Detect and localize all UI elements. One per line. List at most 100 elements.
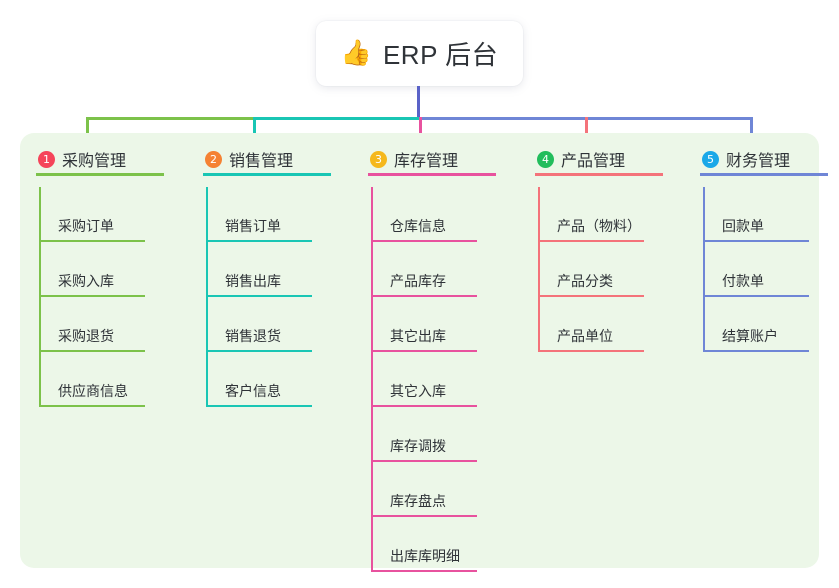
branch-item-rule [703,350,809,352]
branch-spine-line [39,187,41,407]
branch-item-rule [371,240,477,242]
branch-item-label: 销售退货 [225,328,281,344]
branch-item-rule [206,240,312,242]
branch-header-rule [535,173,663,176]
branch-item-rule [371,405,477,407]
branch-item-rule [371,460,477,462]
branch-item-label: 仓库信息 [390,218,446,234]
bus-green [86,117,253,120]
branch-item-rule [206,405,312,407]
branch-spine-line [703,187,705,352]
branch-item-list: 回款单付款单结算账户 [692,187,839,352]
branch-item[interactable]: 产品库存 [371,242,520,297]
branch-item-rule [206,295,312,297]
branch-item-rule [371,350,477,352]
branch-header-采购管理[interactable]: 1 采购管理 [28,142,188,176]
branch-spine-line [371,187,373,572]
root-stem-line [417,86,420,120]
branch-header-销售管理[interactable]: 2 销售管理 [195,142,355,176]
branch-title: 采购管理 [62,153,127,170]
root-node-title: ERP 后台 [382,40,499,70]
branch-header-财务管理[interactable]: 5 财务管理 [692,142,839,176]
branch-item-label: 付款单 [722,273,764,289]
branch-item-label: 回款单 [722,218,764,234]
branch-item[interactable]: 付款单 [703,242,839,297]
branch-column-销售管理: 2 销售管理销售订单销售出库销售退货客户信息 [195,142,355,407]
bus-teal [253,117,419,120]
branch-item-label: 库存调拨 [390,438,446,454]
branch-item[interactable]: 库存调拨 [371,407,520,462]
branch-item[interactable]: 销售出库 [206,242,355,297]
branch-item[interactable]: 产品（物料） [538,187,687,242]
branch-item[interactable]: 供应商信息 [39,352,188,407]
branch-column-采购管理: 1 采购管理采购订单采购入库采购退货供应商信息 [28,142,188,407]
branch-header-库存管理[interactable]: 3 库存管理 [360,142,520,176]
branch-item-rule [703,295,809,297]
branch-item[interactable]: 仓库信息 [371,187,520,242]
branch-item[interactable]: 出库库明细 [371,517,520,572]
branch-item-label: 采购退货 [58,328,114,344]
branch-item-label: 结算账户 [722,328,778,344]
branch-column-库存管理: 3 库存管理仓库信息产品库存其它出库其它入库库存调拨库存盘点出库库明细 [360,142,520,572]
branch-item-rule [39,240,145,242]
branch-item[interactable]: 采购订单 [39,187,188,242]
branch-item-rule [538,350,644,352]
branch-header-rule [368,173,496,176]
branch-number-badge: 1 [38,150,55,168]
branch-item-rule [703,240,809,242]
branch-item-list: 产品（物料） 产品分类产品单位 [527,187,687,352]
branch-item-label: 产品库存 [390,273,446,289]
branch-header-产品管理[interactable]: 4 产品管理 [527,142,687,176]
branch-item-label: 其它出库 [390,328,446,344]
branch-item-label: 采购订单 [58,218,114,234]
branch-item-list: 采购订单采购入库采购退货供应商信息 [28,187,188,407]
branch-item-rule [39,295,145,297]
branch-number-badge: 2 [205,150,222,168]
branch-item[interactable]: 产品单位 [538,297,687,352]
branch-item-label: 出库库明细 [390,548,460,564]
branch-item[interactable]: 采购入库 [39,242,188,297]
branch-item-label: 销售订单 [225,218,281,234]
root-node-content: 👍 ERP 后台 [341,35,498,72]
branch-title: 销售管理 [229,153,294,170]
branch-header-rule [700,173,828,176]
thumbs-up-icon: 👍 [340,39,372,67]
branch-number-badge: 4 [537,150,554,168]
branch-item-label: 产品（物料） [557,218,641,234]
branch-item[interactable]: 客户信息 [206,352,355,407]
branch-header-rule [203,173,331,176]
branch-item-rule [538,295,644,297]
branch-title: 库存管理 [394,153,459,170]
branch-item[interactable]: 销售订单 [206,187,355,242]
branch-column-产品管理: 4 产品管理产品（物料） 产品分类产品单位 [527,142,687,352]
branch-item[interactable]: 结算账户 [703,297,839,352]
branch-item-label: 库存盘点 [390,493,446,509]
branch-item-label: 供应商信息 [58,383,128,399]
branch-number-badge: 5 [702,150,719,168]
branch-title: 产品管理 [561,153,626,170]
branch-item[interactable]: 采购退货 [39,297,188,352]
branch-title: 财务管理 [726,153,791,170]
branch-item-rule [206,350,312,352]
branch-item-rule [371,295,477,297]
branch-column-财务管理: 5 财务管理回款单付款单结算账户 [692,142,839,352]
branch-item-label: 客户信息 [225,383,281,399]
branch-item-rule [538,240,644,242]
branch-item-label: 销售出库 [225,273,281,289]
branch-item-rule [371,515,477,517]
branch-item-label: 产品单位 [557,328,613,344]
branch-item-rule [371,570,477,572]
branch-spine-line [206,187,208,407]
branch-item[interactable]: 其它出库 [371,297,520,352]
branch-item[interactable]: 其它入库 [371,352,520,407]
branch-item[interactable]: 产品分类 [538,242,687,297]
branch-item-label: 采购入库 [58,273,114,289]
branch-item-list: 销售订单销售出库销售退货客户信息 [195,187,355,407]
branch-number-badge: 3 [370,150,387,168]
branch-header-rule [36,173,164,176]
branch-item[interactable]: 库存盘点 [371,462,520,517]
branch-item[interactable]: 销售退货 [206,297,355,352]
branch-item-list: 仓库信息产品库存其它出库其它入库库存调拨库存盘点出库库明细 [360,187,520,572]
branch-item[interactable]: 回款单 [703,187,839,242]
root-node-card[interactable]: 👍 ERP 后台 [316,21,523,86]
